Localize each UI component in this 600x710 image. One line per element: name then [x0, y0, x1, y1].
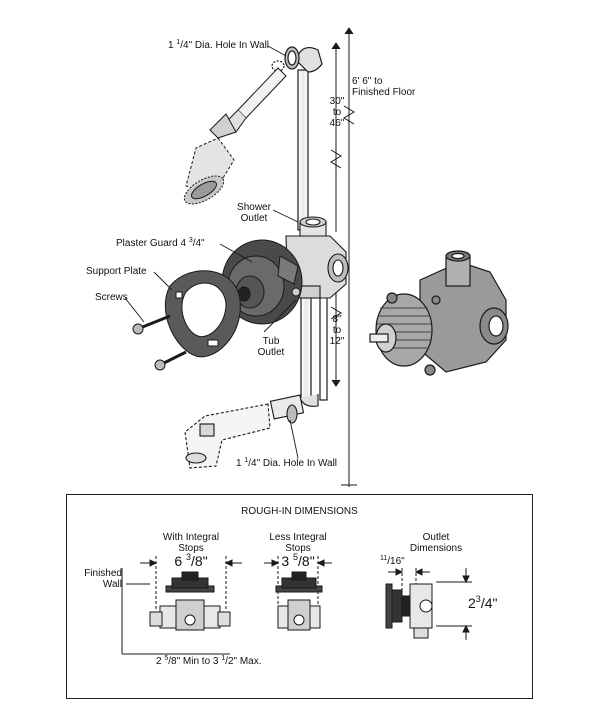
shower-head — [183, 67, 287, 205]
tub-spout — [184, 394, 319, 469]
plaster-guard — [221, 239, 303, 325]
mini-valve-less — [275, 571, 323, 631]
screws-label: Screws — [95, 292, 128, 303]
screws — [132, 314, 187, 371]
mini-valve-integral — [149, 571, 231, 631]
mini-valve-outlet — [385, 583, 433, 639]
support-plate — [164, 270, 241, 358]
integral-width-value: 6 3/8" — [174, 552, 208, 569]
outlet-depth-value: 11/16" — [380, 555, 405, 567]
hole-bottom-label: 1 1/4" Dia. Hole In Wall — [236, 457, 338, 469]
shower-elbow — [271, 46, 323, 73]
rough-in-panel — [66, 494, 533, 699]
valve-cartridge-illustration — [369, 250, 509, 376]
support-plate-label: Support Plate — [86, 266, 147, 277]
leader-lines — [124, 45, 299, 459]
plaster-guard-label: Plaster Guard 4 3/4" — [116, 237, 205, 249]
rough-in-range-label: 2 5/8" Min to 3 1/2" Max. — [156, 655, 262, 667]
less-width-value: 3 5/8" — [281, 552, 315, 569]
hole-top-label: 1 1/4" Dia. Hole In Wall — [168, 39, 270, 51]
outlet-height-value: 23/4" — [468, 594, 498, 611]
rough-in-title: ROUGH-IN DIMENSIONS — [241, 506, 358, 517]
